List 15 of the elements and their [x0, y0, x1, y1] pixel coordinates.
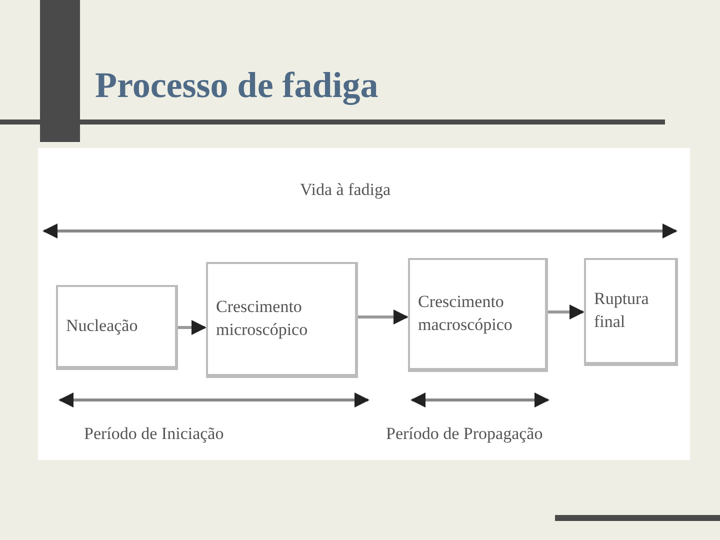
box-text: Nucleação: [66, 315, 139, 338]
process-box: [56, 285, 178, 370]
process-box: [206, 262, 358, 378]
span-label: Vida à fadiga: [300, 180, 391, 200]
box-text: Ruptura final: [594, 288, 650, 333]
process-box: [584, 258, 678, 366]
box-text: Crescimento microscópico: [216, 296, 309, 341]
arrow: [178, 320, 206, 335]
slide-title: Processo de fadiga: [95, 64, 378, 106]
process-box: [408, 258, 548, 372]
box-text: Crescimento macroscópico: [418, 291, 514, 336]
span-label: Período de Iniciação: [84, 424, 224, 444]
arrow: [548, 304, 584, 320]
span-label: Período de Propagação: [386, 424, 543, 444]
arrow: [358, 310, 408, 324]
